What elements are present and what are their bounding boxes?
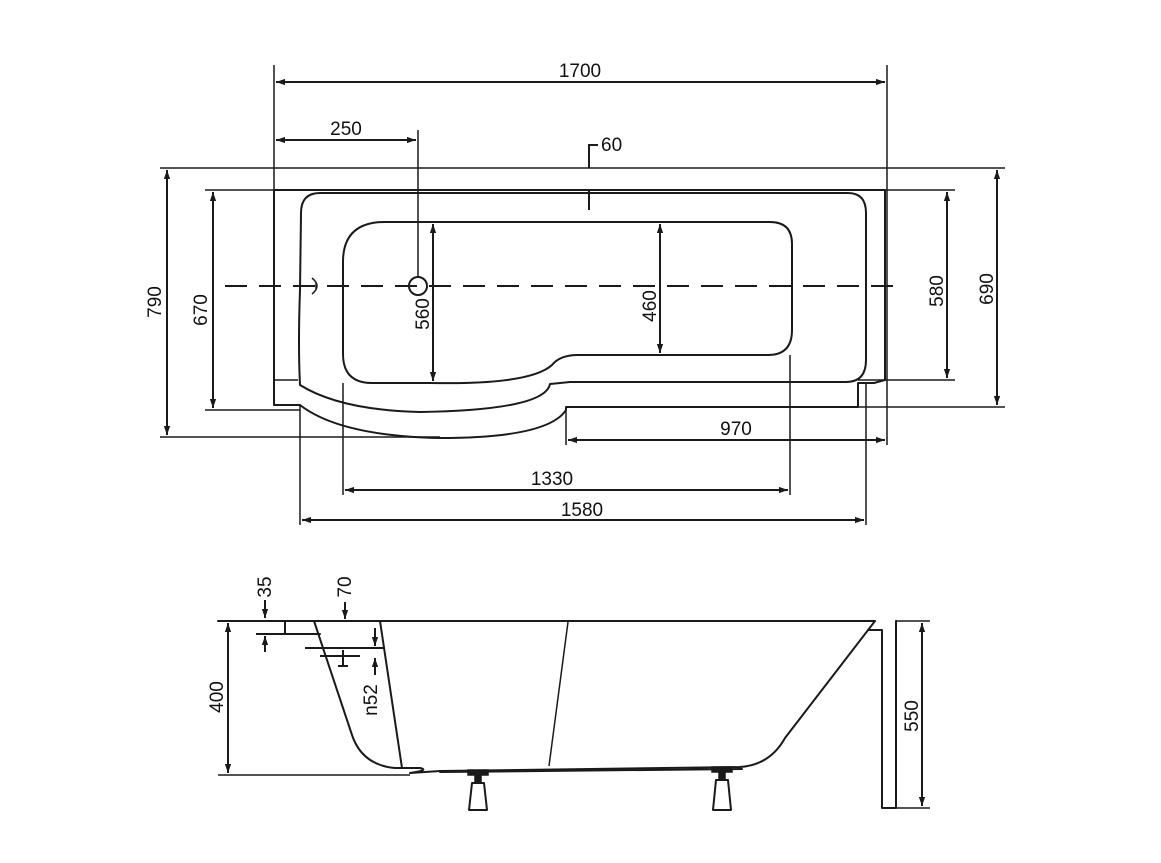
foot-right-icon — [711, 766, 733, 811]
label-depth: 400 — [207, 681, 228, 713]
side-tub-body — [313, 620, 876, 774]
foot-left-icon — [467, 769, 489, 811]
side-tub-end-wall — [379, 620, 403, 769]
label-end-width-580: 580 — [927, 275, 948, 307]
label-shower-end-width: 460 — [640, 290, 661, 322]
label-inner-length: 1330 — [531, 469, 573, 490]
label-straight-section: 970 — [720, 419, 752, 440]
side-tub-mid-line — [548, 621, 569, 767]
side-support-panel — [867, 620, 897, 809]
side-base-plate — [439, 768, 743, 773]
tub-rim-outline — [298, 192, 867, 413]
overflow-icon — [311, 277, 318, 295]
label-waste-offset: 250 — [330, 119, 362, 140]
extension-lines — [160, 65, 1005, 525]
label-overall-width: 790 — [145, 286, 166, 318]
label-total-height: 550 — [902, 700, 923, 732]
plan-view: 1700 250 60 790 670 560 460 580 690 970 … — [145, 61, 1005, 525]
label-overflow-offset: 70 — [335, 576, 356, 597]
tub-outer-outline — [273, 189, 886, 439]
label-inner-width: 560 — [413, 298, 434, 330]
side-view: 35 70 n52 400 550 — [207, 576, 930, 811]
side-extension-lines — [218, 620, 930, 809]
label-end-width-690: 690 — [977, 273, 998, 305]
tub-basin-outline — [342, 221, 793, 385]
dim-leader-rim-width — [588, 144, 598, 168]
label-overflow-diameter: n52 — [361, 684, 382, 716]
label-rim-width: 60 — [601, 135, 622, 156]
overflow-fitting-icon — [305, 647, 385, 667]
label-rim-thickness: 35 — [255, 576, 276, 597]
label-overall-length: 1700 — [559, 61, 601, 82]
label-outer-width: 670 — [191, 294, 212, 326]
label-outer-length: 1580 — [561, 500, 603, 521]
